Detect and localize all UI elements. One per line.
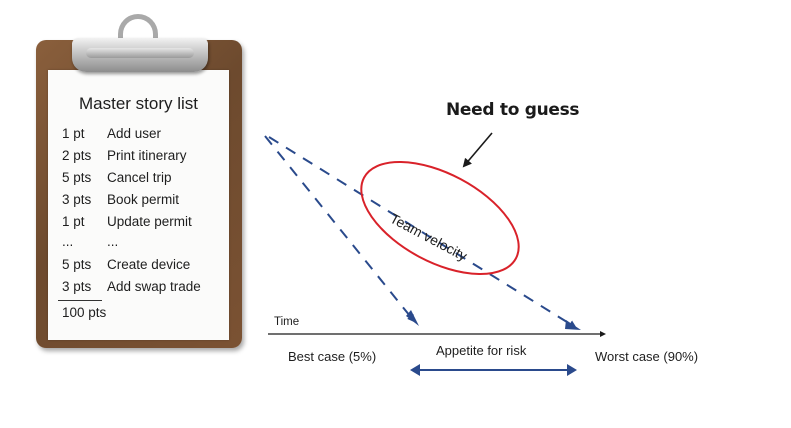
story-row: 5 pts Cancel trip	[62, 170, 172, 185]
appetite-right-arrowhead-icon	[567, 364, 577, 376]
story-points: 1 pt	[62, 126, 85, 141]
story-row: 1 pt Add user	[62, 126, 161, 141]
story-list-title: Master story list	[78, 94, 199, 113]
story-row: 3 pts Book permit	[62, 192, 179, 207]
appetite-for-risk-label: Appetite for risk	[436, 343, 527, 358]
need-to-guess-note: Need to guess	[446, 100, 580, 120]
appetite-left-arrowhead-icon	[410, 364, 420, 376]
story-points: 5 pts	[62, 170, 92, 185]
story-name: Update permit	[107, 214, 192, 229]
story-name: Print itinerary	[107, 148, 187, 163]
story-name: Add user	[107, 126, 162, 141]
worst-case-label: Worst case (90%)	[595, 349, 699, 364]
best-case-arrowhead-icon	[406, 310, 419, 326]
story-row: 2 pts Print itinerary	[62, 148, 187, 163]
best-case-label: Best case (5%)	[288, 349, 377, 364]
story-points: 5 pts	[62, 257, 92, 272]
story-points: ...	[62, 234, 74, 249]
need-to-guess-arrow	[462, 132, 493, 168]
story-name: Cancel trip	[107, 170, 172, 185]
story-row: 1 pt Update permit	[62, 214, 192, 229]
story-points: 1 pt	[62, 214, 85, 229]
time-axis-label: Time	[274, 316, 300, 328]
story-name: Create device	[107, 257, 191, 272]
story-row: 3 pts Add swap trade	[62, 279, 201, 294]
time-axis-arrowhead-icon	[600, 331, 606, 337]
story-points: 3 pts	[62, 279, 92, 294]
story-name: Book permit	[107, 192, 180, 207]
worst-case-projection-arrow	[268, 136, 577, 329]
story-points: 2 pts	[62, 148, 92, 163]
story-row: 5 pts Create device	[62, 257, 190, 272]
worst-case-arrowhead-icon	[565, 320, 581, 330]
story-total: 100 pts	[62, 305, 107, 320]
best-case-projection-arrow	[264, 135, 416, 323]
story-row: ......	[62, 234, 118, 249]
story-name: Add swap trade	[107, 279, 201, 294]
clip-lever-icon	[86, 48, 194, 58]
team-velocity-ellipse	[360, 160, 520, 276]
clip-ring-icon	[118, 14, 158, 48]
clipboard-paper	[48, 70, 229, 340]
story-points: 3 pts	[62, 192, 92, 207]
total-divider	[58, 300, 102, 301]
story-name: ...	[107, 234, 119, 249]
